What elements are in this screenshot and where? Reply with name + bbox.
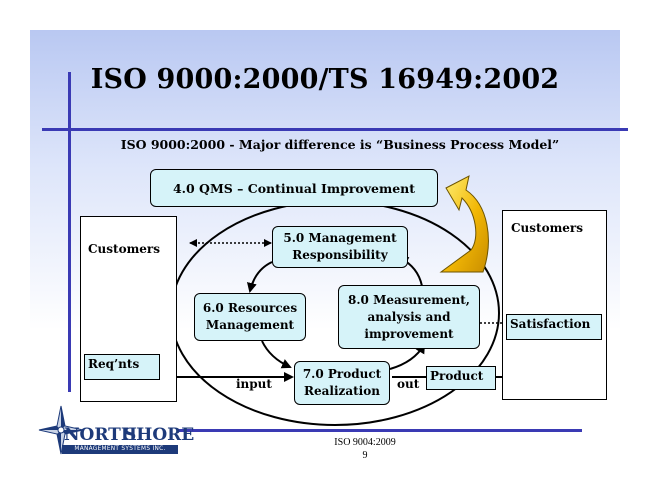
measurement-line-2: analysis and <box>367 309 451 324</box>
qms-box: 4.0 QMS – Continual Improvement <box>150 169 438 207</box>
input-label: input <box>236 377 272 391</box>
qms-label: 4.0 QMS – Continual Improvement <box>172 180 416 196</box>
realization-line-1: 7.0 Product <box>302 367 382 381</box>
logo-tagline: MANAGEMENT SYSTEMS INC. <box>62 445 178 454</box>
customers-right-label: Customers <box>511 221 583 235</box>
compass-star-icon <box>38 405 84 455</box>
output-label: out <box>397 377 420 391</box>
resources-box: 6.0 Resources Management <box>194 293 306 341</box>
measurement-line-1: 8.0 Measurement, <box>348 292 470 307</box>
management-line-1: 5.0 Management <box>283 231 397 245</box>
resources-line-2: Management <box>205 318 295 332</box>
footer-reference: ISO 9004:2009 <box>334 437 396 448</box>
measurement-line-3: improvement <box>364 326 454 341</box>
measurement-box: 8.0 Measurement, analysis and improvemen… <box>338 285 480 349</box>
arrow-resources-to-realization <box>261 340 292 369</box>
management-box: 5.0 Management Responsibility <box>272 226 408 268</box>
vertical-accent-line <box>68 72 71 392</box>
realization-box: 7.0 Product Realization <box>294 361 390 405</box>
slide-title: ISO 9000:2000/TS 16949:2002 <box>90 64 560 95</box>
realization-line-2: Realization <box>304 384 380 398</box>
satisfaction-box: Satisfaction <box>506 314 602 340</box>
logo-word-shore: SHORE <box>124 425 195 445</box>
product-box: Product <box>426 366 496 390</box>
arrow-mgmt-to-resources <box>246 261 273 293</box>
horizontal-accent-line <box>42 128 628 131</box>
customers-left-label: Customers <box>88 242 160 256</box>
resources-line-1: 6.0 Resources <box>202 301 298 315</box>
slide-subtitle: ISO 9000:2000 - Major difference is “Bus… <box>120 137 560 152</box>
requirements-box: Req’nts <box>84 354 160 380</box>
customers-right-box <box>502 210 607 400</box>
improvement-arrow <box>439 175 489 273</box>
management-line-2: Responsibility <box>292 248 388 262</box>
logo-word-north: NORTH <box>64 425 137 445</box>
page-number: 9 <box>362 450 368 461</box>
footer-accent-line <box>178 429 582 432</box>
north-shore-logo: NORTH SHORE MANAGEMENT SYSTEMS INC. <box>38 405 194 469</box>
